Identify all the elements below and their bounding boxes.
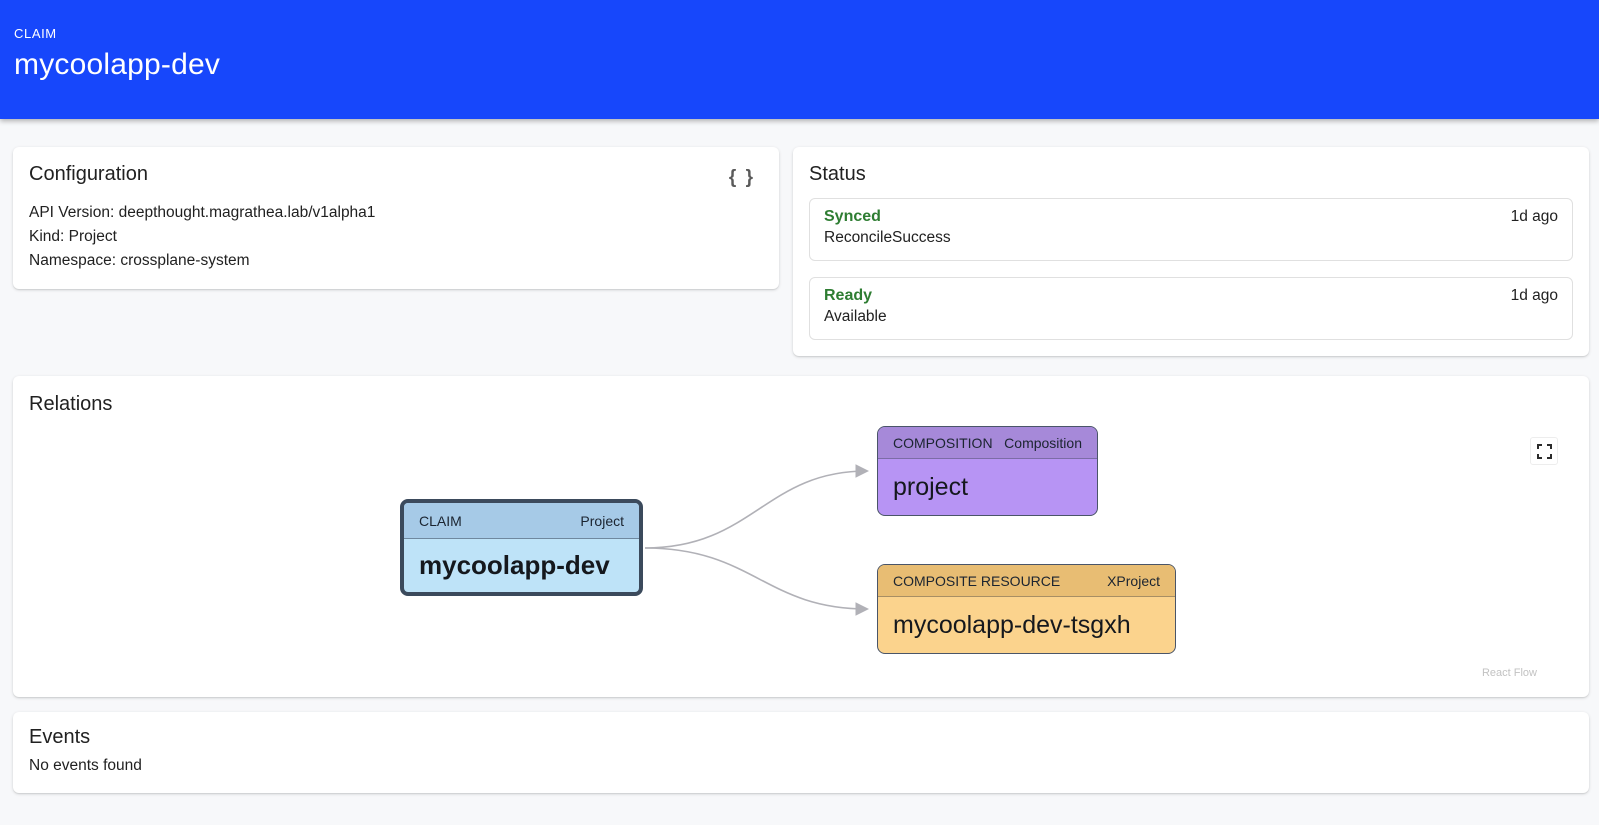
composition-node-name: project [893, 472, 969, 501]
composition-node-type: Composition [1004, 434, 1082, 451]
condition-type: Ready [824, 287, 873, 304]
page-title: mycoolapp-dev [14, 48, 221, 81]
condition-reason: ReconcileSuccess [824, 229, 951, 246]
top-row: Configuration { } API Version: deepthoug… [13, 147, 1589, 356]
main-content: Configuration { } API Version: deepthoug… [0, 119, 1599, 809]
relation-edges [644, 464, 870, 616]
reactflow-attribution[interactable]: React Flow [1481, 667, 1537, 679]
condition-age: 1d ago [1510, 208, 1558, 225]
config-api-version: API Version: deepthought.magrathea.lab/v… [29, 204, 376, 221]
condition-type: Synced [824, 208, 881, 225]
claim-node-kind: CLAIM [419, 512, 462, 529]
claim-node-type: Project [580, 512, 624, 529]
view-yaml-button[interactable]: { } [721, 165, 763, 191]
status-title: Status [809, 163, 866, 185]
composition-node[interactable]: COMPOSITION Composition project [877, 426, 1098, 516]
claim-node-name: mycoolapp-dev [419, 549, 610, 580]
condition-reason: Available [824, 308, 887, 325]
composite-node-kind: COMPOSITE RESOURCE [893, 572, 1061, 589]
events-title: Events [29, 726, 91, 748]
config-namespace: Namespace: crossplane-system [29, 252, 250, 269]
curly-braces-icon: { } [728, 167, 755, 188]
configuration-title: Configuration [29, 163, 148, 185]
relations-title: Relations [29, 393, 113, 415]
fullscreen-icon [1536, 443, 1552, 459]
status-card: Status Synced 1d ago ReconcileSuccess Re… [793, 147, 1589, 356]
configuration-card: Configuration { } API Version: deepthoug… [13, 147, 779, 289]
claim-node[interactable]: CLAIM Project mycoolapp-dev [400, 499, 643, 596]
events-empty-message: No events found [29, 757, 142, 774]
relations-graph: CLAIM Project mycoolapp-dev COMPOSITION … [13, 376, 1589, 697]
events-card: Events No events found [13, 712, 1589, 793]
condition-ready: Ready 1d ago Available [809, 277, 1573, 340]
fullscreen-button[interactable] [1530, 437, 1558, 465]
resource-kind-label: CLAIM [14, 26, 57, 41]
composite-node-type: XProject [1107, 572, 1160, 589]
condition-age: 1d ago [1510, 287, 1558, 304]
relations-card: CLAIM Project mycoolapp-dev COMPOSITION … [13, 376, 1589, 697]
page-header: CLAIM mycoolapp-dev [0, 0, 1599, 119]
condition-synced: Synced 1d ago ReconcileSuccess [809, 198, 1573, 261]
config-kind: Kind: Project [29, 228, 117, 245]
composite-resource-node[interactable]: COMPOSITE RESOURCE XProject mycoolapp-de… [877, 564, 1176, 654]
composite-node-name: mycoolapp-dev-tsgxh [893, 610, 1131, 639]
composition-node-kind: COMPOSITION [893, 434, 993, 451]
